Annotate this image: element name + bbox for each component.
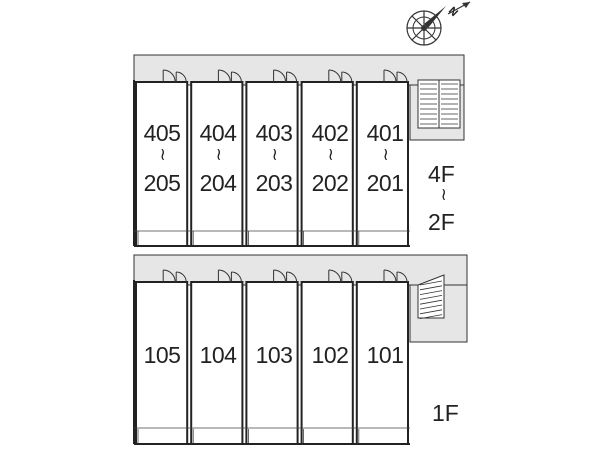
unit-label-104: 104 (199, 342, 237, 368)
unit-label-401: 401 (366, 120, 404, 146)
unit-room-103 (245, 281, 299, 445)
stair-tread (419, 280, 443, 286)
unit-room-401 (355, 81, 409, 247)
stair-tread (419, 309, 443, 315)
door-icon (162, 69, 187, 83)
stair-tread (419, 295, 443, 300)
stair-tread (419, 314, 443, 319)
door-icon (217, 69, 242, 83)
upper-stair-treads (420, 83, 458, 125)
unit-room-102 (300, 281, 354, 445)
upper-corridor (133, 54, 465, 86)
door-icon (162, 269, 187, 283)
unit-room-104 (190, 281, 244, 445)
unit-label-103: 103 (255, 342, 293, 368)
floor-label-1f: 1F (432, 400, 459, 426)
unit-room-403 (245, 81, 299, 247)
unit-label-102: 102 (311, 342, 349, 368)
unit-label-105: 105 (143, 342, 181, 368)
floor-label-4f: 4F (428, 161, 455, 187)
unit-label-205: 205 (143, 170, 181, 196)
unit-label-204: 204 (199, 170, 237, 196)
unit-label-101: 101 (366, 342, 404, 368)
unit-label-202: 202 (311, 170, 349, 196)
upper-units (135, 69, 409, 247)
lower-corridor (133, 254, 468, 286)
door-icon (383, 69, 408, 83)
compass-arrowhead (462, 2, 470, 8)
unit-label-402: 402 (311, 120, 349, 146)
door-icon (273, 269, 298, 283)
stair-tread (419, 304, 443, 310)
stair-tread (419, 299, 443, 305)
stair-tread (419, 290, 443, 295)
door-icon (328, 269, 353, 283)
unit-label-201: 201 (366, 170, 404, 196)
unit-room-101 (355, 281, 409, 445)
unit-room-105 (135, 281, 189, 445)
door-icon (273, 69, 298, 83)
unit-room-404 (190, 81, 244, 247)
unit-room-405 (135, 81, 189, 247)
unit-label-405: 405 (143, 120, 181, 146)
unit-label-203: 203 (255, 170, 293, 196)
door-icon (328, 69, 353, 83)
lower-stair-treads (419, 280, 443, 319)
stair-tread (419, 285, 443, 291)
unit-label-403: 403 (255, 120, 293, 146)
door-icon (383, 269, 408, 283)
door-icon (217, 269, 242, 283)
unit-label-404: 404 (199, 120, 237, 146)
floor-label-2f: 2F (428, 209, 455, 235)
lower-staircase (417, 274, 445, 319)
compass-rose-icon (406, 6, 446, 46)
lower-units (135, 269, 409, 445)
